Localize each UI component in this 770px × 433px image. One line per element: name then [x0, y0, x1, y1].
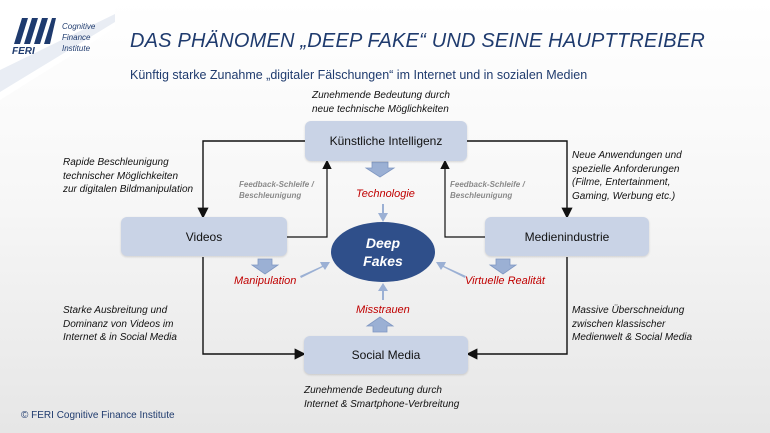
- center-line1: Deep: [365, 235, 401, 251]
- arrow-manipulation-icon: [300, 262, 330, 278]
- driver-manipulation: Manipulation: [234, 275, 297, 287]
- center-line2: Fakes: [363, 253, 403, 269]
- logo-line2: Finance: [62, 33, 91, 42]
- down-arrow-videos-icon: [250, 258, 280, 275]
- line-videos-social: [202, 257, 306, 360]
- line-ki-medien: [467, 140, 573, 219]
- logo-bars-icon: [14, 18, 56, 44]
- feedback-left-line: [287, 159, 332, 238]
- logo-brand: FERI: [12, 46, 35, 57]
- line-ki-videos: [197, 140, 305, 219]
- feedback-left-label: Feedback-Schleife /Beschleunigung: [239, 180, 314, 200]
- page-subtitle: Künftig starke Zunahme „digitaler Fälsch…: [130, 68, 588, 82]
- page-title: DAS PHÄNOMEN „DEEP FAKE“ UND SEINE HAUPT…: [130, 30, 706, 52]
- down-arrow-ki-icon: [364, 161, 396, 178]
- arrow-virtuell-icon: [436, 262, 466, 278]
- node-deep-fakes: Deep Fakes: [331, 222, 435, 282]
- logo-band-shape: [0, 0, 115, 100]
- feedback-right-label: Feedback-Schleife /Beschleunigung: [450, 180, 525, 200]
- node-social-media: Social Media: [304, 336, 468, 374]
- logo: FERI Cognitive Finance Institute: [0, 0, 115, 100]
- driver-misstrauen: Misstrauen: [356, 304, 410, 316]
- up-arrow-social-icon: [365, 316, 395, 333]
- arrow-misstrauen-icon: [378, 283, 388, 300]
- footer-copyright: © FERI Cognitive Finance Institute: [21, 410, 175, 421]
- logo-line3: Institute: [62, 44, 91, 53]
- driver-technologie: Technologie: [356, 188, 415, 200]
- feedback-right-line: [440, 159, 485, 238]
- down-arrow-medien-icon: [488, 258, 518, 275]
- logo-line1: Cognitive: [62, 22, 96, 31]
- arrow-technologie-icon: [378, 204, 388, 222]
- line-medien-social: [466, 257, 568, 360]
- node-kuenstliche-intelligenz: Künstliche Intelligenz: [305, 121, 467, 161]
- driver-virtuelle-realitaet: Virtuelle Realität: [465, 275, 545, 287]
- node-videos: Videos: [121, 217, 287, 256]
- node-medienindustrie: Medienindustrie: [485, 217, 649, 256]
